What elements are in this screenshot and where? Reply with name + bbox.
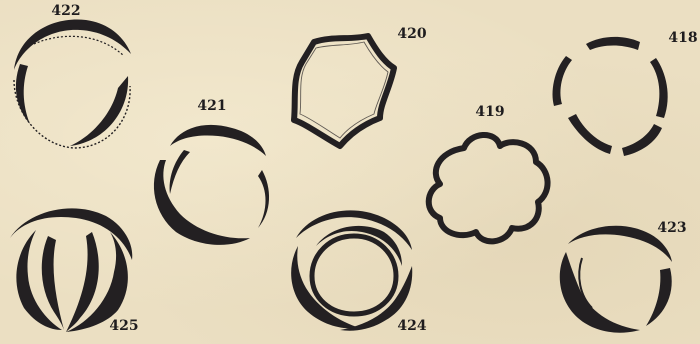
- figure-418-segmented-ring: [553, 37, 668, 156]
- figure-425-left-lobe: [16, 230, 62, 330]
- figure-418-lower-right-segment: [622, 124, 662, 156]
- figure-422-number: 422: [51, 3, 80, 19]
- figure-418-top-segment: [586, 37, 640, 50]
- figure-420-outline: [294, 36, 394, 146]
- figure-418-number: 418: [668, 30, 697, 46]
- figure-424-concentric-rings: [291, 210, 412, 330]
- figure-418-right-segment: [650, 58, 668, 118]
- figure-420-pentagon: [294, 36, 394, 146]
- figure-420-number: 420: [397, 26, 426, 42]
- figure-423-crescent-ring: [560, 226, 672, 333]
- figure-422-upper-crescent: [14, 19, 131, 70]
- figure-418-lower-left-segment: [568, 114, 612, 154]
- figure-421-number: 421: [197, 98, 226, 114]
- figure-420-inner-line: [300, 42, 388, 138]
- figure-422-lower-crescent: [70, 76, 128, 146]
- figure-419-lobed-ring: [429, 135, 548, 241]
- figure-423-number: 423: [657, 220, 686, 236]
- figure-418-left-segment: [553, 56, 573, 106]
- figure-423-left-arc: [560, 252, 640, 333]
- figure-421-inner-arc: [170, 150, 190, 194]
- figure-423-right-arc: [646, 268, 672, 326]
- figure-422-dotted-top: [34, 36, 124, 56]
- figure-424-number: 424: [397, 318, 426, 334]
- figure-419-outline: [429, 135, 548, 241]
- figure-422-ring: [14, 19, 131, 148]
- figure-421-spiral-ring: [154, 125, 269, 245]
- figure-422-left-crescent: [16, 64, 30, 124]
- figure-421-right-arc: [258, 170, 269, 228]
- figure-421-left-arc: [154, 160, 250, 245]
- figure-425-pointed-ring: [10, 208, 132, 332]
- figure-424-inner-ring: [312, 236, 396, 314]
- figure-419-number: 419: [475, 104, 504, 120]
- figure-425-number: 425: [109, 318, 138, 334]
